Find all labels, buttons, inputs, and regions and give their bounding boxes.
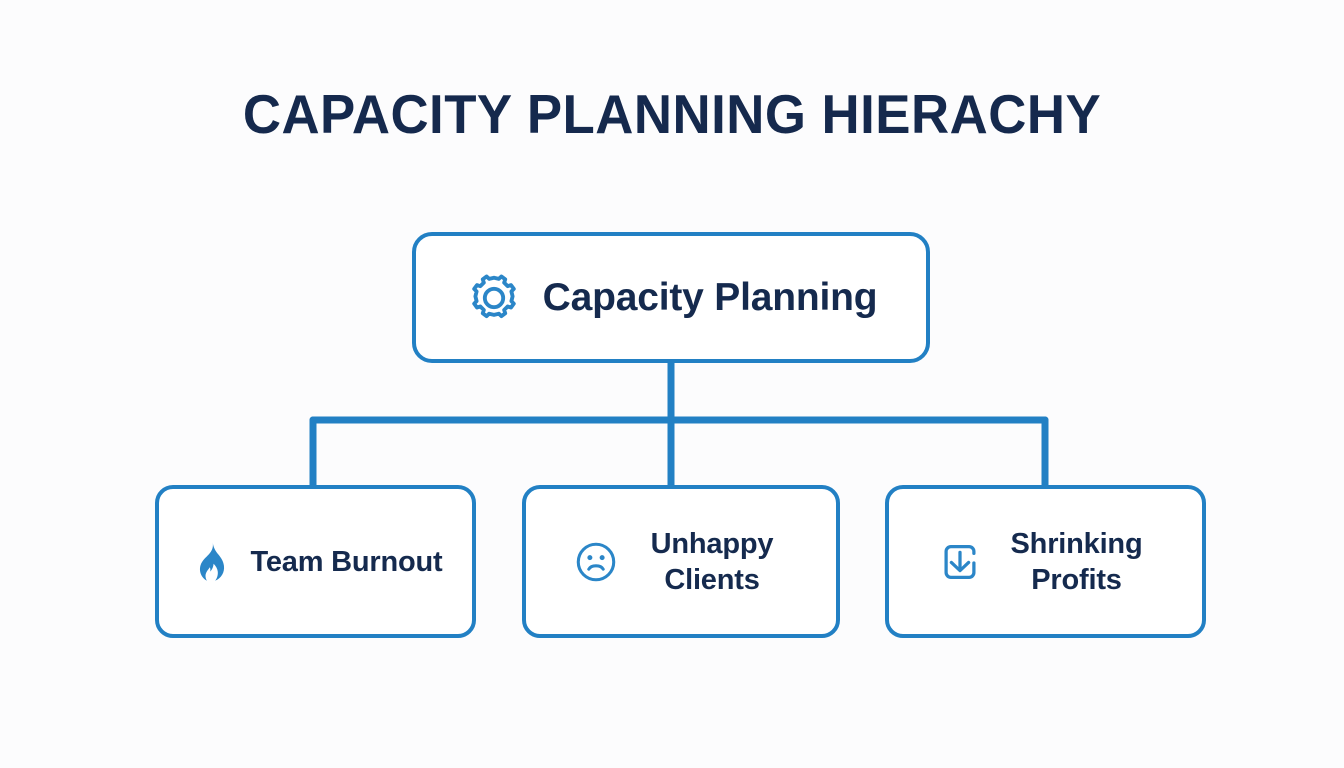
node-content: Unhappy Clients bbox=[573, 526, 790, 598]
download-arrow-icon bbox=[944, 544, 976, 579]
node-content: Team Burnout bbox=[188, 539, 443, 585]
gear-icon bbox=[471, 274, 516, 318]
node-shrinking-profits[interactable]: Shrinking Profits bbox=[885, 485, 1206, 638]
node-unhappy-clients[interactable]: Unhappy Clients bbox=[522, 485, 840, 638]
sad-face-icon bbox=[576, 542, 615, 581]
node-team-burnout[interactable]: Team Burnout bbox=[155, 485, 476, 638]
node-content: Shrinking Profits bbox=[937, 526, 1154, 598]
node-label: Capacity Planning bbox=[542, 275, 878, 319]
node-label: Shrinking Profits bbox=[1010, 527, 1143, 596]
flame-icon bbox=[200, 541, 225, 581]
node-label: Team Burnout bbox=[250, 545, 443, 578]
node-label: Unhappy Clients bbox=[650, 527, 774, 596]
node-capacity-planning[interactable]: Capacity Planning bbox=[412, 232, 930, 363]
node-content: Capacity Planning bbox=[465, 269, 878, 327]
page-title: CAPACITY PLANNING HIERACHY bbox=[242, 83, 1102, 145]
